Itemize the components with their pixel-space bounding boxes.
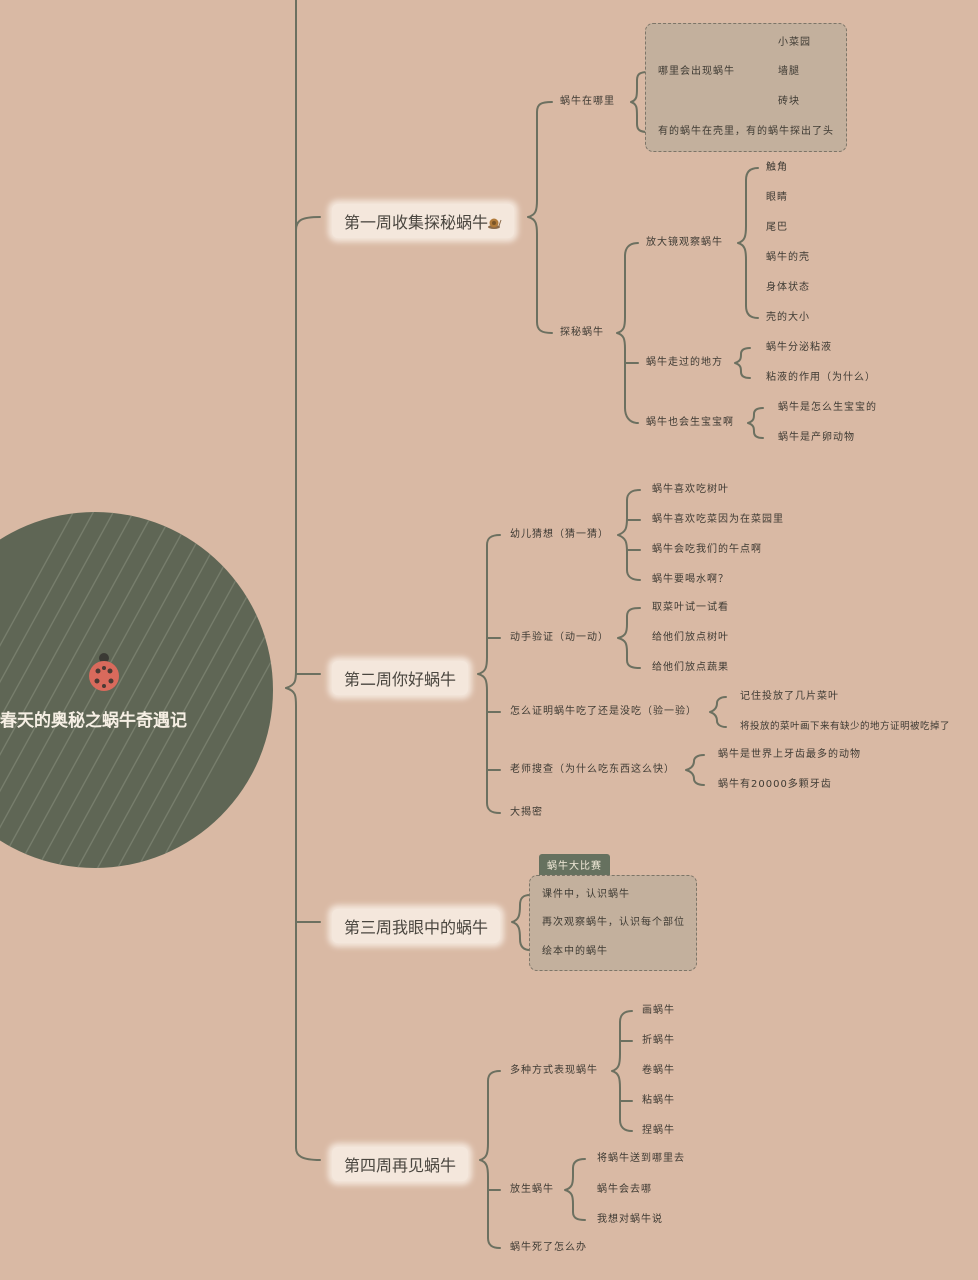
brace-week1 — [527, 101, 553, 334]
w4-express-item: 捏蜗牛 — [642, 1125, 675, 1136]
w1-where-box — [645, 23, 847, 152]
w4-release-item: 蜗牛会去哪 — [597, 1184, 652, 1195]
w1-part: 眼睛 — [766, 192, 788, 203]
week1-node[interactable]: 第一周收集探秘蜗牛 — [332, 204, 515, 238]
w1-place: 墙腿 — [778, 66, 800, 77]
w2-guess-item: 蜗牛喜欢吃树叶 — [652, 484, 729, 495]
brace-root — [285, 0, 321, 689]
w1-part: 尾巴 — [766, 222, 788, 233]
w4-release-item: 将蜗牛送到哪里去 — [597, 1153, 685, 1164]
w1-part: 触角 — [766, 162, 788, 173]
root-title: 春天的奥秘之蜗牛奇遇记 — [0, 711, 187, 731]
w2-verify-item: 取菜叶试一试看 — [652, 602, 729, 613]
w2-guess-item: 蜗牛会吃我们的午点啊 — [652, 544, 762, 555]
w1-part: 壳的大小 — [766, 312, 810, 323]
w4-express-label: 多种方式表现蜗牛 — [510, 1065, 598, 1076]
w4-express-item: 画蜗牛 — [642, 1005, 675, 1016]
w1-place: 砖块 — [778, 96, 800, 107]
brace-week2 — [477, 534, 501, 814]
w1-magnify-label: 放大镜观察蜗牛 — [646, 237, 723, 248]
w3-item: 绘本中的蜗牛 — [542, 946, 608, 957]
w3-box — [529, 875, 697, 971]
w2-guess-item: 蜗牛喜欢吃菜因为在菜园里 — [652, 514, 784, 525]
w2-prove-label: 怎么证明蜗牛吃了还是没吃（验一验） — [510, 706, 697, 717]
w4-express-item: 粘蜗牛 — [642, 1095, 675, 1106]
snail-icon — [488, 214, 502, 229]
w1-place: 小菜园 — [778, 37, 811, 48]
w1-appear-label: 哪里会出现蜗牛 — [658, 66, 735, 77]
w4-dead-label: 蜗牛死了怎么办 — [510, 1242, 587, 1253]
brace-week3 — [511, 894, 531, 951]
ladybug-icon — [89, 653, 119, 691]
w2-teacher-label: 老师搜查（为什么吃东西这么快） — [510, 764, 675, 775]
w2-verify-label: 动手验证（动一动） — [510, 632, 609, 643]
w2-guess-label: 幼儿猜想（猜一猜） — [510, 529, 609, 540]
w1-baby-label: 蜗牛也会生宝宝啊 — [646, 417, 734, 428]
w1-baby-item: 蜗牛是产卵动物 — [778, 432, 855, 443]
week4-node[interactable]: 第四周再见蜗牛 — [332, 1147, 469, 1181]
week2-node[interactable]: 第二周你好蜗牛 — [332, 661, 469, 695]
w3-item: 再次观察蜗牛，认识每个部位 — [542, 917, 685, 928]
w2-verify-item: 给他们放点蔬果 — [652, 662, 729, 673]
w1-trail-item: 粘液的作用（为什么） — [766, 372, 876, 383]
w1-trail-item: 蜗牛分泌粘液 — [766, 342, 832, 353]
root-circle — [0, 512, 273, 868]
w3-item: 课件中，认识蜗牛 — [542, 889, 630, 900]
w1-where-label: 蜗牛在哪里 — [560, 96, 615, 107]
w2-teacher-item: 蜗牛有20000多颗牙齿 — [718, 779, 832, 790]
w2-teacher-item: 蜗牛是世界上牙齿最多的动物 — [718, 749, 861, 760]
week3-node[interactable]: 第三周我眼中的蜗牛 — [332, 909, 501, 943]
w1-part: 身体状态 — [766, 282, 810, 293]
week4-title: 第四周再见蜗牛 — [344, 1156, 457, 1175]
w1-part: 蜗牛的壳 — [766, 252, 810, 263]
w2-guess-item: 蜗牛要喝水啊？ — [652, 574, 729, 585]
brace-week4 — [479, 1070, 501, 1249]
connector-lines — [285, 0, 765, 1249]
w3-tag: 蜗牛大比赛 — [539, 854, 610, 875]
week3-title: 第三周我眼中的蜗牛 — [344, 918, 489, 937]
w4-release-item: 我想对蜗牛说 — [597, 1214, 663, 1225]
w1-explore-label: 探秘蜗牛 — [560, 327, 604, 338]
w1-trail-label: 蜗牛走过的地方 — [646, 357, 723, 368]
w2-verify-item: 给他们放点树叶 — [652, 632, 729, 643]
week2-title: 第二周你好蜗牛 — [344, 670, 457, 689]
w4-express-item: 卷蜗牛 — [642, 1065, 675, 1076]
w4-release-label: 放生蜗牛 — [510, 1184, 554, 1195]
w1-baby-item: 蜗牛是怎么生宝宝的 — [778, 402, 877, 413]
week1-title: 第一周收集探秘蜗牛 — [344, 213, 489, 232]
w2-prove-item: 将投放的菜叶画下来有缺少的地方证明被吃掉了 — [740, 721, 951, 732]
w2-prove-item: 记住投放了几片菜叶 — [740, 691, 839, 702]
w2-reveal-label: 大揭密 — [510, 807, 543, 818]
w1-where-note: 有的蜗牛在壳里，有的蜗牛探出了头 — [658, 126, 834, 137]
w4-express-item: 折蜗牛 — [642, 1035, 675, 1046]
